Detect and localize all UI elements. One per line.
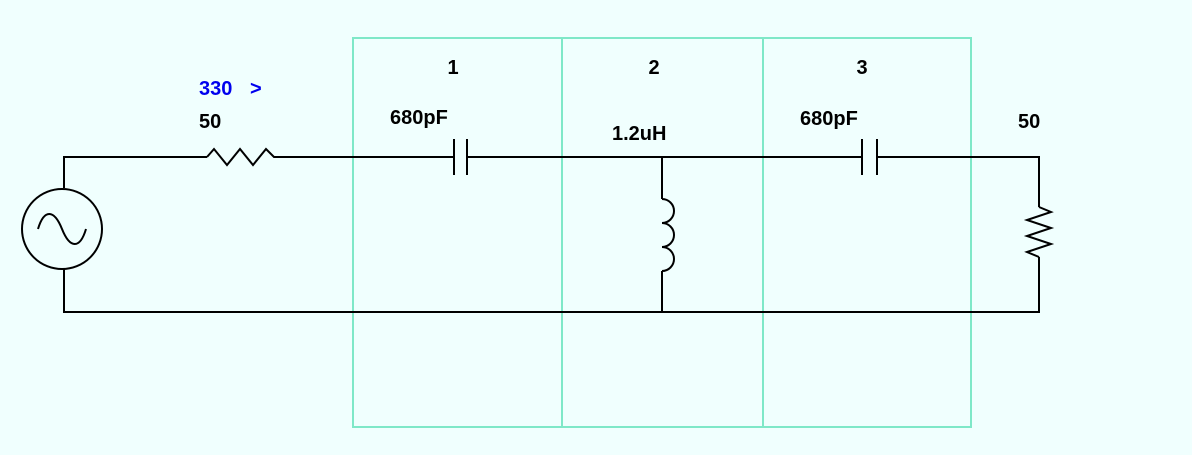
inductor-icon[interactable] [661,157,675,312]
source-frequency-arrow[interactable]: > [250,78,262,100]
section-box-2[interactable] [561,37,764,428]
source-frequency-label[interactable]: 330 [199,78,232,100]
section-number-3: 3 [856,57,867,79]
bottom-wire [63,257,1040,313]
capacitor-1-value: 680pF [390,107,448,129]
inductor-2-value: 1.2uH [612,123,666,145]
capacitor-icon[interactable] [861,139,878,175]
capacitor-icon[interactable] [453,139,468,175]
section-number-2: 2 [648,57,659,79]
resistor-icon[interactable] [206,147,280,167]
ac-source-icon[interactable] [21,188,103,270]
capacitor-3-value: 680pF [800,108,858,130]
load-impedance-label: 50 [1018,111,1040,133]
resistor-icon[interactable] [1023,206,1055,258]
section-number-1: 1 [447,57,458,79]
source-impedance-label: 50 [199,111,221,133]
section-box-3[interactable] [762,37,972,428]
top-wire [63,156,1040,207]
section-box-1[interactable] [352,37,563,428]
